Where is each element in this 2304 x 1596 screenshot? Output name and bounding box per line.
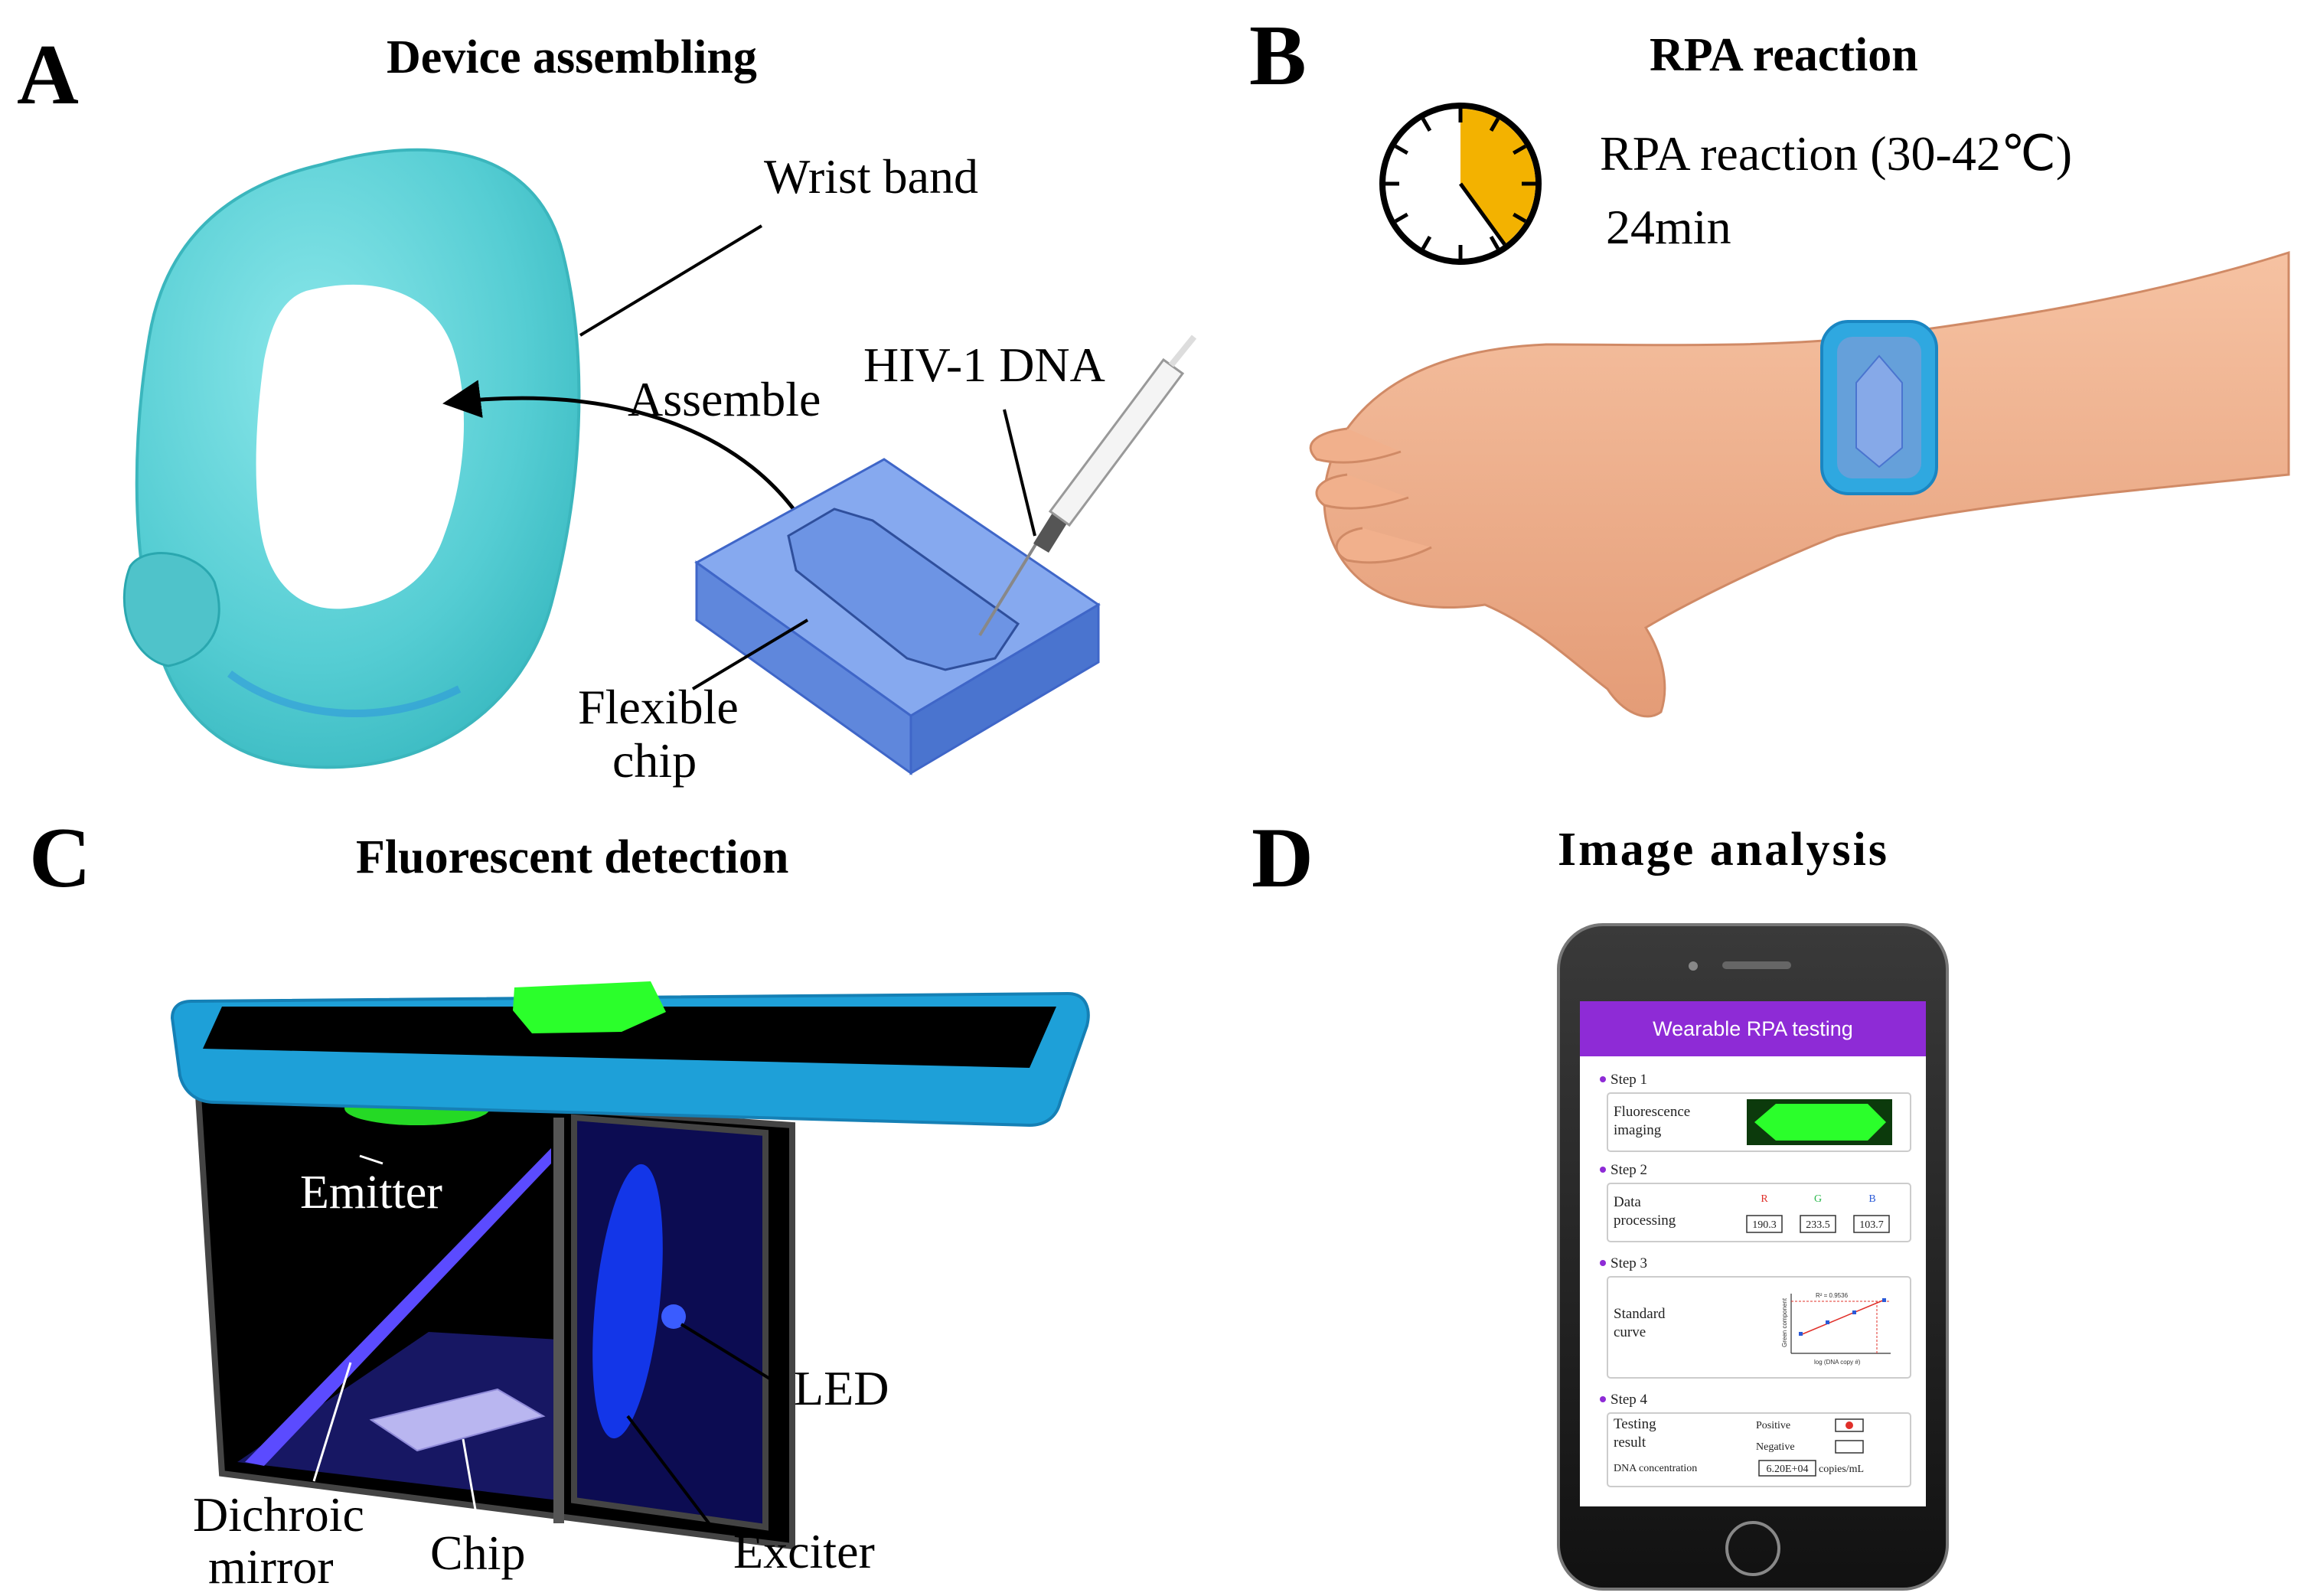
app-screen: Wearable RPA testing Step 1 Fluorescence…: [1580, 1001, 1926, 1487]
step3-card: [1607, 1276, 1911, 1379]
channel-b: B: [1868, 1193, 1875, 1205]
step1-text-1: Fluorescence: [1614, 1104, 1690, 1120]
panel-c: C Fluorescent detection Emitter LED Dich…: [29, 811, 1090, 1594]
rpa-reaction-label: RPA reaction (30-42℃): [1600, 126, 2072, 181]
timer-tick: [1489, 117, 1500, 132]
hiv-label: HIV-1 DNA: [863, 338, 1105, 392]
panel-title-b: RPA reaction: [1650, 29, 1918, 81]
hiv-leader: [1003, 409, 1036, 537]
timer-tick: [1513, 144, 1527, 155]
panel-b: B RPA reaction RPA reaction (30-42℃) 24m…: [1249, 8, 2290, 718]
panel-letter-a: A: [17, 28, 79, 122]
step-dot: [1600, 1076, 1606, 1082]
app-header-title: Wearable RPA testing: [1653, 1017, 1853, 1040]
panel-letter-d: D: [1252, 811, 1314, 906]
step2-text-2: processing: [1614, 1213, 1676, 1229]
panel-letter-c: C: [29, 811, 91, 906]
conc-unit: copies/mL: [1819, 1464, 1864, 1475]
negative-indicator: [1835, 1440, 1864, 1454]
negative-label: Negative: [1756, 1441, 1795, 1453]
standard-curve-plot: R² = 0.9536 log (DNA copy #) Green compo…: [1781, 1292, 1891, 1366]
step4-text-1: Testing: [1614, 1416, 1656, 1432]
chip-leader-c: [462, 1438, 480, 1528]
step2-label: Step 2: [1611, 1162, 1647, 1178]
exciter-leader: [626, 1415, 713, 1529]
step1-text-2: imaging: [1614, 1122, 1662, 1138]
smartphone-icon: [170, 981, 1090, 1128]
curve-ylabel: Green component: [1781, 1297, 1788, 1347]
timer-tick: [1421, 117, 1432, 132]
emitter-label: Emitter: [300, 1167, 442, 1219]
wrist-band-illustration: [122, 148, 581, 769]
wrist-band-leader: [579, 224, 763, 337]
panel-title-c: Fluorescent detection: [356, 831, 788, 883]
channel-r: R: [1761, 1193, 1768, 1205]
panel-a: A Device assembling Wrist band Assemble …: [17, 28, 1197, 788]
timer-tick: [1394, 212, 1408, 224]
panel-letter-b: B: [1249, 8, 1307, 103]
dichroic-leader: [312, 1362, 352, 1482]
step3-label: Step 3: [1611, 1255, 1647, 1271]
arm-illustration: [1309, 250, 2290, 718]
timer-icon: [1379, 103, 1542, 265]
positive-label: Positive: [1756, 1420, 1790, 1431]
panel-d: D Image analysis Wearable RPA testing St…: [1252, 811, 1949, 1591]
conc-label: DNA concentration: [1614, 1463, 1697, 1474]
chip-label: Chip: [430, 1526, 525, 1580]
step-dot: [1600, 1260, 1606, 1266]
value-g: 233.5: [1806, 1219, 1830, 1231]
step2-text-1: Data: [1614, 1194, 1641, 1210]
dichroic-label-2: mirror: [208, 1539, 334, 1594]
flexible-chip-label-1: Flexible: [578, 680, 739, 734]
exciter-label: Exciter: [733, 1524, 875, 1578]
wrist-band-label: Wrist band: [764, 149, 978, 204]
chip-leader: [691, 618, 809, 690]
value-r: 190.3: [1752, 1219, 1777, 1231]
step3-text-2: curve: [1614, 1324, 1646, 1340]
detection-box: [194, 1079, 795, 1550]
channel-g: G: [1814, 1193, 1822, 1205]
flexible-chip-illustration: [694, 458, 1101, 775]
timer-tick: [1421, 236, 1432, 250]
emitter-leader: [359, 1154, 383, 1165]
timer-tick: [1394, 144, 1408, 155]
step1-label: Step 1: [1611, 1072, 1647, 1088]
rpa-time-label: 24min: [1606, 200, 1731, 254]
step4-card: [1607, 1412, 1911, 1487]
timer-progress-slice: [1460, 109, 1535, 245]
value-b: 103.7: [1859, 1219, 1884, 1231]
timer-tick: [1489, 236, 1500, 250]
arrow-icon: [442, 380, 814, 537]
r2-label: R² = 0.9536: [1816, 1292, 1849, 1299]
wearable-device: [1820, 320, 1938, 495]
syringe-icon: [978, 335, 1197, 637]
step-dot: [1600, 1167, 1606, 1173]
panel-title-a: Device assembling: [387, 31, 757, 83]
led-leader: [680, 1323, 782, 1387]
conc-value: 6.20E+04: [1767, 1464, 1809, 1475]
step3-text-1: Standard: [1614, 1306, 1666, 1322]
app-header: [1580, 1001, 1926, 1056]
timer-tick: [1513, 212, 1527, 224]
flexible-chip-label-2: chip: [612, 733, 697, 788]
curve-xlabel: log (DNA copy #): [1814, 1359, 1861, 1366]
dichroic-label-1: Dichroic: [193, 1487, 364, 1542]
step4-text-2: result: [1614, 1434, 1646, 1451]
timer-hand: [1458, 182, 1506, 246]
step-dot: [1600, 1396, 1606, 1402]
step4-label: Step 4: [1611, 1392, 1648, 1408]
led-label: LED: [794, 1361, 889, 1415]
panel-title-d: Image analysis: [1558, 824, 1889, 876]
